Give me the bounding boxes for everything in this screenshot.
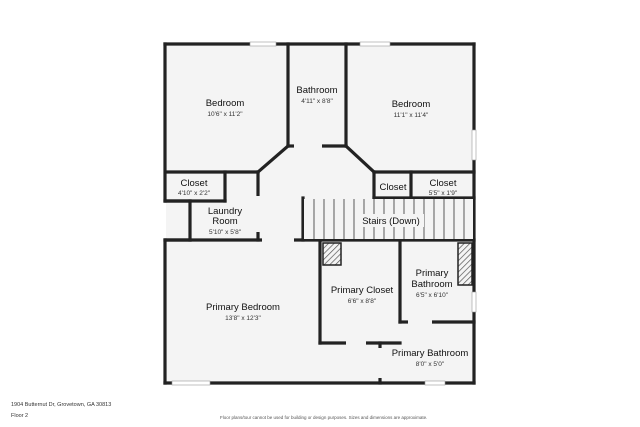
address-text: 1904 Butternut Dr, Grovetown, GA 30813 bbox=[11, 402, 112, 408]
svg-text:13'8" x 12'3": 13'8" x 12'3" bbox=[225, 315, 261, 322]
svg-text:5'10" x 5'8": 5'10" x 5'8" bbox=[209, 229, 242, 236]
room-stairs: Stairs (Down) bbox=[358, 214, 424, 227]
svg-text:Primary Closet: Primary Closet bbox=[331, 285, 394, 296]
room-primary-bedroom: Primary Bedroom 13'8" x 12'3" bbox=[206, 302, 280, 322]
svg-text:5'5" x 1'9": 5'5" x 1'9" bbox=[429, 190, 458, 197]
svg-text:Bathroom: Bathroom bbox=[296, 85, 337, 96]
room-bedroom-right: Bedroom 11'1" x 11'4" bbox=[392, 99, 431, 119]
hatched-chase-right bbox=[457, 242, 473, 286]
room-closet-right: Closet 5'5" x 1'9" bbox=[429, 178, 458, 197]
svg-text:10'6" x 11'2": 10'6" x 11'2" bbox=[207, 111, 243, 118]
svg-text:Bedroom: Bedroom bbox=[206, 98, 245, 109]
room-laundry: Laundry Room 5'10" x 5'8" bbox=[208, 206, 243, 236]
svg-text:6'5" x 6'10": 6'5" x 6'10" bbox=[416, 292, 449, 299]
door-openings bbox=[256, 144, 432, 378]
svg-text:4'11" x 8'8": 4'11" x 8'8" bbox=[301, 98, 333, 105]
room-closet-left: Closet 4'10" x 2'2" bbox=[178, 178, 211, 197]
room-primary-closet: Primary Closet 6'6" x 8'8" bbox=[331, 285, 394, 305]
svg-text:Laundry: Laundry bbox=[208, 206, 243, 217]
svg-text:Stairs (Down): Stairs (Down) bbox=[362, 216, 420, 227]
svg-text:Bedroom: Bedroom bbox=[392, 99, 431, 110]
room-closet-small: Closet bbox=[380, 182, 407, 193]
disclaimer-text: Floor plans/tour cannot be used for buil… bbox=[220, 415, 428, 420]
svg-text:Closet: Closet bbox=[430, 178, 457, 189]
room-primary-bathroom-lower: Primary Bathroom 8'0" x 5'0" bbox=[392, 348, 469, 368]
windows bbox=[171, 41, 477, 386]
svg-text:8'0" x 5'0": 8'0" x 5'0" bbox=[416, 361, 445, 368]
room-bedroom-left: Bedroom 10'6" x 11'2" bbox=[206, 98, 245, 118]
svg-text:Primary Bedroom: Primary Bedroom bbox=[206, 302, 280, 313]
svg-text:4'10" x 2'2": 4'10" x 2'2" bbox=[178, 190, 211, 197]
svg-text:Closet: Closet bbox=[181, 178, 208, 189]
svg-text:Bathroom: Bathroom bbox=[411, 279, 452, 290]
svg-text:Room: Room bbox=[212, 216, 237, 227]
svg-text:Primary: Primary bbox=[416, 268, 449, 279]
svg-text:6'6" x 8'8": 6'6" x 8'8" bbox=[348, 298, 377, 305]
room-primary-bathroom-upper: Primary Bathroom 6'5" x 6'10" bbox=[411, 268, 452, 299]
svg-text:11'1" x 11'4": 11'1" x 11'4" bbox=[394, 112, 429, 119]
room-bathroom-top: Bathroom 4'11" x 8'8" bbox=[296, 85, 337, 105]
hatched-chase-left bbox=[322, 242, 342, 266]
svg-text:Closet: Closet bbox=[380, 182, 407, 193]
walls bbox=[163, 42, 476, 385]
svg-text:Primary Bathroom: Primary Bathroom bbox=[392, 348, 469, 359]
floor-label: Floor 2 bbox=[11, 413, 29, 419]
